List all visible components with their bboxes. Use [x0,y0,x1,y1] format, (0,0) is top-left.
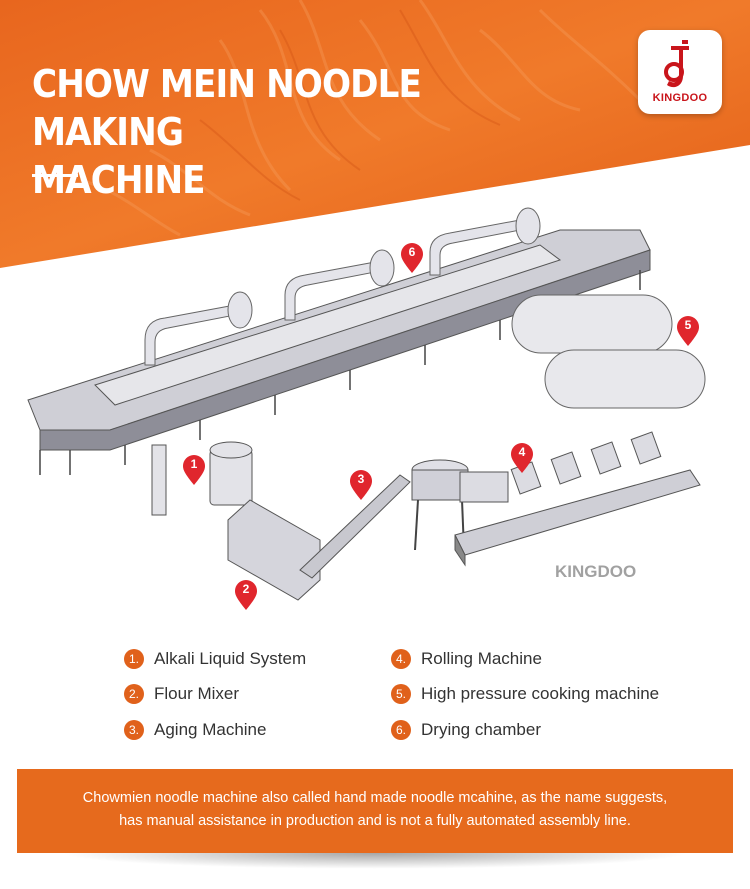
legend-item-flour-mixer: 2. Flour Mixer [124,683,444,705]
title-line-1: CHOW MEIN NOODLE MAKING [32,62,422,154]
legend-label: High pressure cooking machine [421,684,660,703]
legend-label: Drying chamber [421,720,541,739]
location-pin-icon [183,455,205,485]
legend-number-badge: 4. [391,649,411,669]
brand-name: KINGDOO [652,92,708,104]
brand-logo: KINGDOO [638,30,722,114]
location-pin-icon [350,470,372,500]
description-box-shadow [60,853,690,869]
marker-1: 1 [183,455,205,485]
marker-4: 4 [511,443,533,473]
description-line-1: Chowmien noodle machine also called hand… [82,790,668,806]
header-banner: CHOW MEIN NOODLE MAKING MACHINE KINGDOO [0,0,750,270]
legend-label: Flour Mixer [154,684,240,703]
legend-number-badge: 5. [391,684,411,704]
page-title: CHOW MEIN NOODLE MAKING MACHINE [32,60,482,204]
description-line-2: has manual assistance in production and … [119,813,631,829]
kingdoo-j-logo-icon [664,40,689,88]
legend-label: Alkali Liquid System [154,649,307,668]
location-pin-icon [401,243,423,273]
title-line-2: MACHINE [32,158,206,202]
legend-item-aging-machine: 3. Aging Machine [124,719,444,741]
legend-item-alkali-liquid-system: 1. Alkali Liquid System [124,648,444,670]
marker-3: 3 [350,470,372,500]
banner-background [0,0,750,268]
legend-label: Aging Machine [154,720,267,739]
location-pin-icon [511,443,533,473]
location-pin-icon [677,316,699,346]
production-line-illustration [27,207,706,601]
legend-item-high-pressure-cooking-machine: 5. High pressure cooking machine [391,683,711,705]
legend-number-badge: 2. [124,684,144,704]
legend-item-drying-chamber: 6. Drying chamber [391,719,711,741]
legend-number-badge: 1. [124,649,144,669]
description-box: Chowmien noodle machine also called hand… [17,769,733,853]
legend-number-badge: 3. [124,720,144,740]
legend-item-rolling-machine: 4. Rolling Machine [391,648,711,670]
watermark-text: KINGDOO [555,562,637,581]
marker-5: 5 [677,316,699,346]
marker-2: 2 [235,580,257,610]
description-text: Chowmien noodle machine also called hand… [17,787,733,833]
title-underline [32,174,78,177]
location-pin-icon [235,580,257,610]
marker-6: 6 [401,243,423,273]
legend-label: Rolling Machine [421,649,542,668]
legend-number-badge: 6. [391,720,411,740]
machine-diagram: KINGDOO 1 2 3 4 5 6 [0,190,750,620]
